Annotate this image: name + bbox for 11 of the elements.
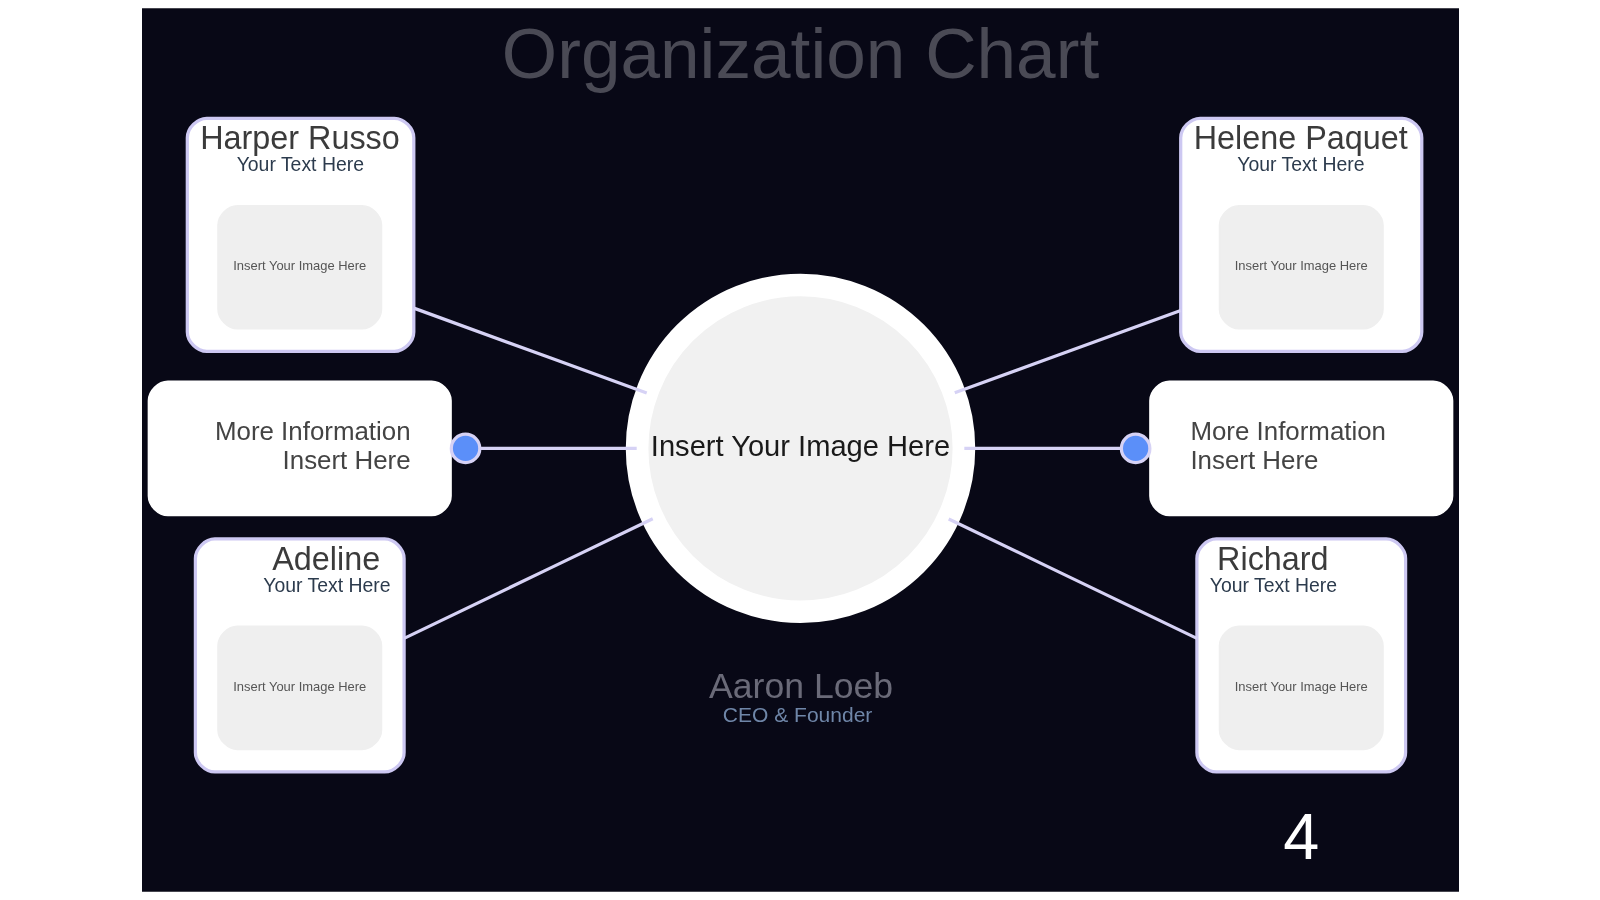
connector — [963, 432, 1151, 465]
connector — [449, 432, 637, 465]
diagram-title: Organization Chart — [501, 14, 1099, 94]
node-box: More Information Insert Here — [147, 380, 452, 517]
connector — [402, 517, 653, 640]
connector — [412, 306, 647, 395]
label: 4 — [1282, 800, 1319, 874]
node-box: More Information Insert Here — [1148, 380, 1453, 517]
connector — [953, 308, 1181, 395]
connector — [947, 517, 1198, 640]
node-circle: Insert Your Image Here — [625, 273, 975, 624]
